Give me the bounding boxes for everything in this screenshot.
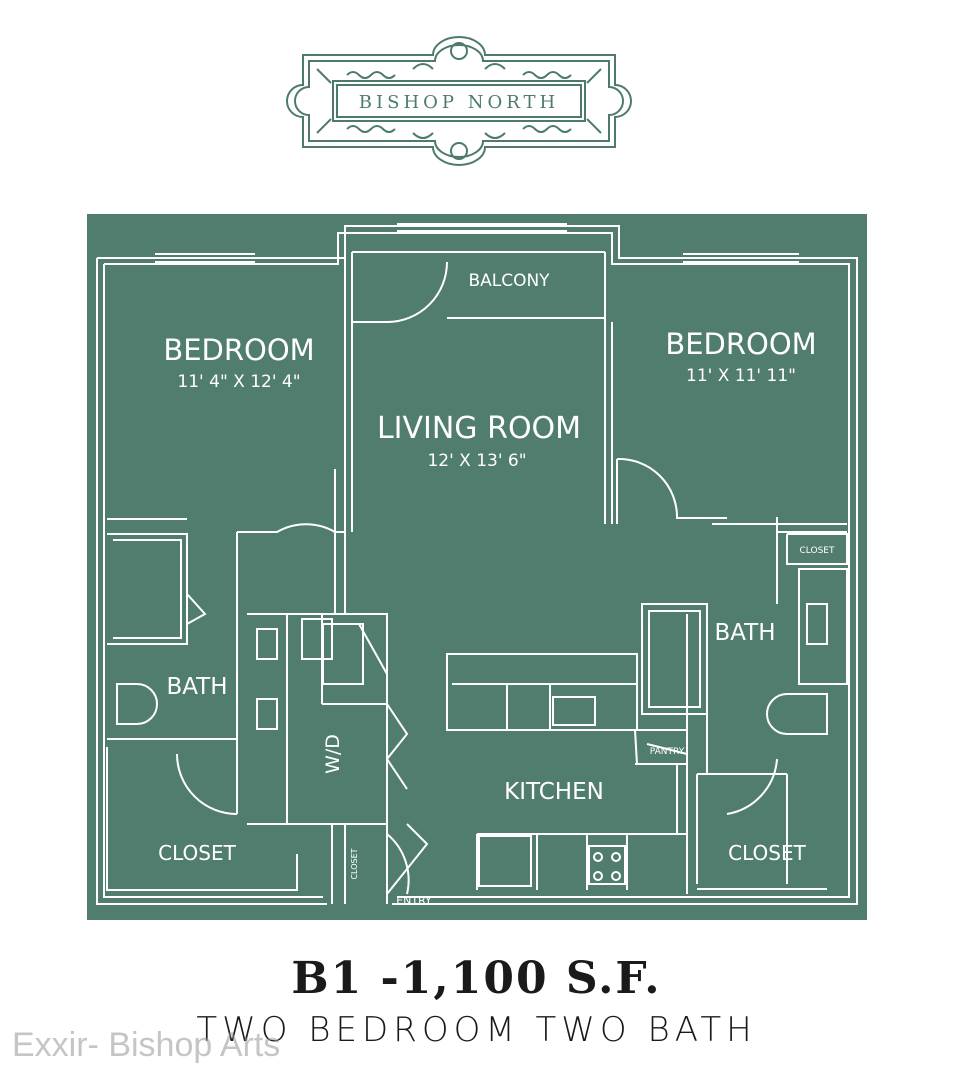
room-dims-living-room: 12' X 13' 6" <box>427 451 526 471</box>
room-label-pantry: PANTRY <box>650 747 685 757</box>
room-label-balcony: BALCONY <box>468 271 550 291</box>
room-label-wd: W/D <box>322 734 344 774</box>
room-label-bath-right: BATH <box>714 620 775 646</box>
room-label-kitchen: KITCHEN <box>504 779 604 805</box>
room-label-closet-left: CLOSET <box>158 841 236 865</box>
room-labels: BALCONY BEDROOM 11' 4" X 12' 4" BEDROOM … <box>158 271 835 907</box>
room-label-bedroom-right: BEDROOM <box>665 327 816 361</box>
room-label-closet-small: CLOSET <box>800 546 835 556</box>
room-label-closet-vertical: CLOSET <box>350 848 359 879</box>
logo-text: BISHOP NORTH <box>359 92 559 113</box>
unit-subtitle: TWO BEDROOM TWO BATH <box>196 1010 757 1050</box>
room-label-entry: ENTRY <box>396 894 432 907</box>
bishop-north-logo: BISHOP NORTH <box>286 36 632 166</box>
room-label-living-room: LIVING ROOM <box>377 411 581 446</box>
room-dims-bedroom-left: 11' 4" X 12' 4" <box>177 372 300 392</box>
plan-background <box>87 214 867 920</box>
plan-walls <box>96 223 858 905</box>
unit-title: B1 -1,100 S.F. <box>291 953 662 1004</box>
room-label-closet-right: CLOSET <box>728 841 806 865</box>
room-label-bedroom-left: BEDROOM <box>163 333 314 367</box>
room-label-bath-left: BATH <box>166 674 227 700</box>
watermark: Exxir- Bishop Arts <box>12 1026 281 1064</box>
room-dims-bedroom-right: 11' X 11' 11" <box>686 366 796 386</box>
floor-plan: BALCONY BEDROOM 11' 4" X 12' 4" BEDROOM … <box>87 214 867 920</box>
